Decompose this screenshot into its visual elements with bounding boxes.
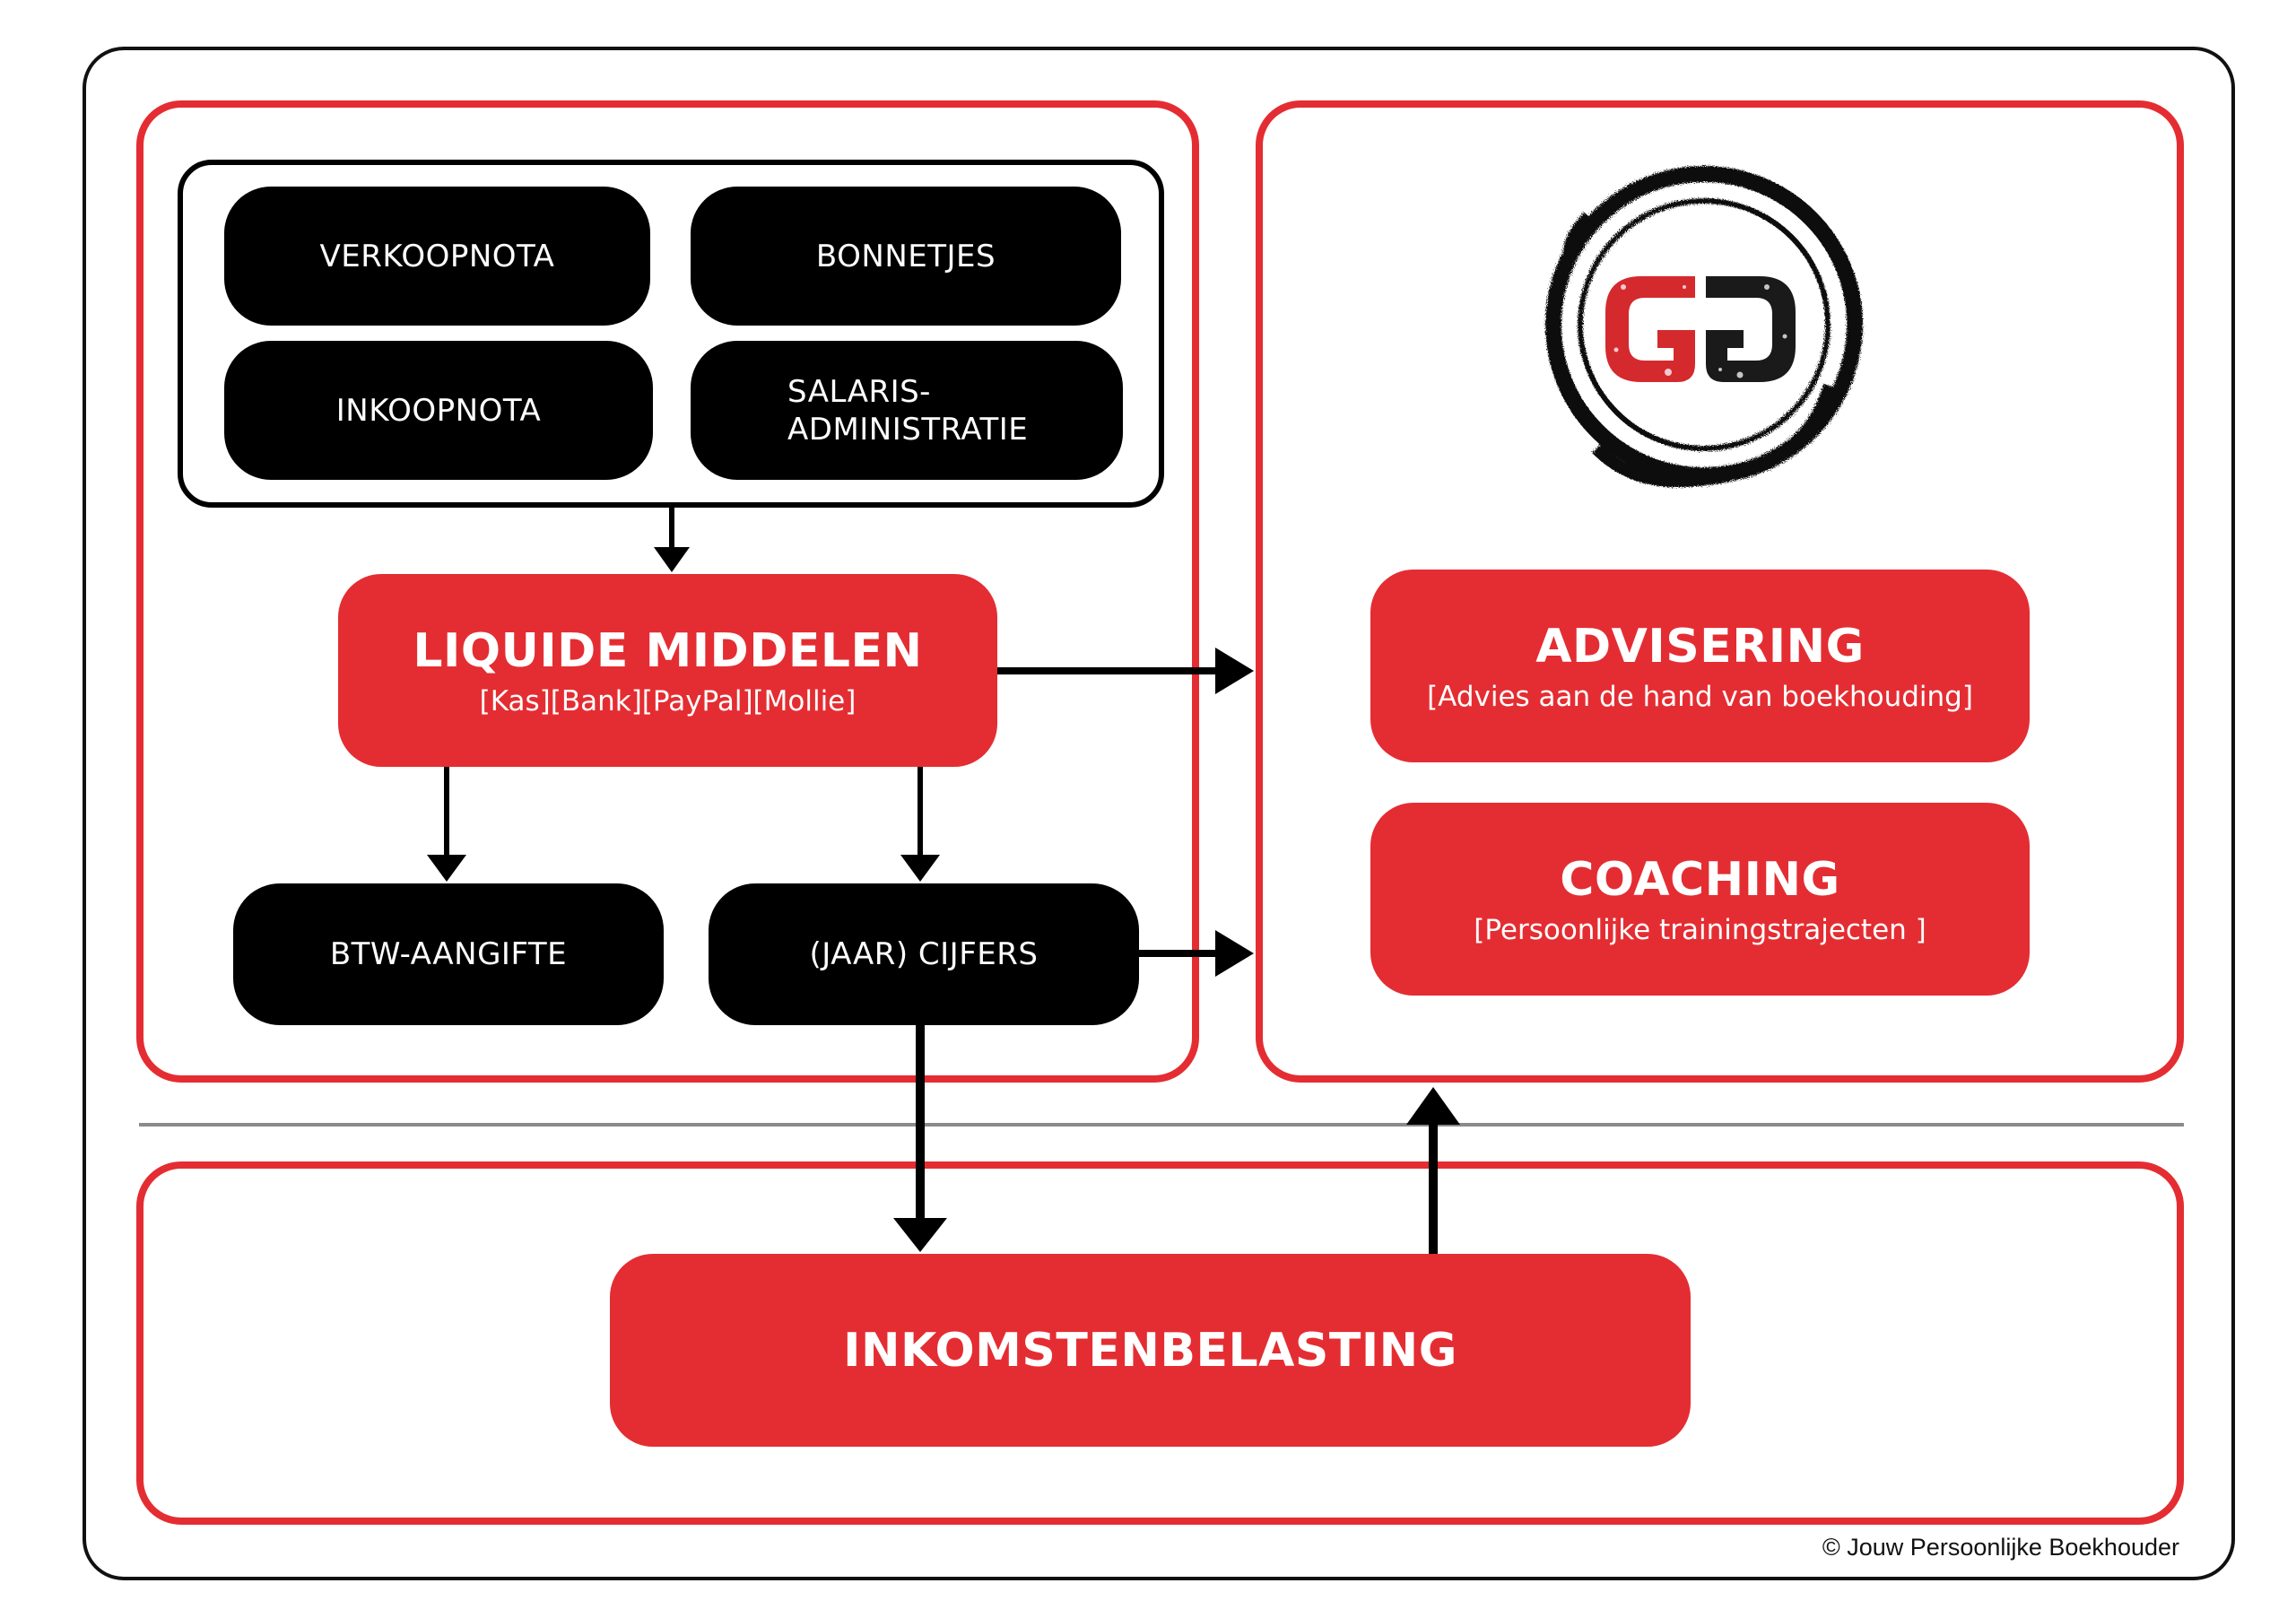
node-coaching: COACHING [Persoonlijke trainingstrajecte…: [1370, 803, 2030, 996]
letter-g-red: [1605, 276, 1695, 382]
node-subtitle: [Persoonlijke trainingstrajecten ]: [1474, 913, 1926, 946]
node-advisering: ADVISERING [Advies aan de hand van boekh…: [1370, 570, 2030, 762]
node-subtitle: [Advies aan de hand van boekhouding]: [1427, 680, 1973, 713]
income-tax-panel: [136, 1161, 2184, 1525]
arrow-head: [900, 855, 940, 882]
node-salarisadministratie: SALARIS- ADMINISTRATIE: [691, 341, 1123, 480]
node-title: ADVISERING: [1535, 619, 1865, 674]
node-subtitle: [Kas][Bank][PayPal][Mollie]: [479, 684, 857, 718]
node-liquide-middelen: LIQUIDE MIDDELEN [Kas][Bank][PayPal][Mol…: [338, 574, 997, 767]
letter-g-black: [1706, 276, 1796, 382]
section-divider: [139, 1123, 2184, 1127]
node-label: (JAAR) CIJFERS: [809, 936, 1039, 972]
node-inkoopnota: INKOOPNOTA: [224, 341, 653, 480]
outer-frame: [83, 47, 2235, 1580]
node-title: COACHING: [1560, 852, 1840, 907]
gg-logo-stamp-icon: [1534, 161, 1874, 502]
services-panel: [1256, 100, 2184, 1083]
arrow-head: [1406, 1087, 1460, 1125]
node-label: BTW-AANGIFTE: [329, 936, 568, 972]
node-btw-aangifte: BTW-AANGIFTE: [233, 883, 664, 1025]
arrow-head: [654, 547, 690, 572]
node-title: INKOMSTENBELASTING: [843, 1323, 1457, 1378]
node-jaar-cijfers: (JAAR) CIJFERS: [709, 883, 1139, 1025]
node-label: BONNETJES: [815, 238, 996, 274]
node-bonnetjes: BONNETJES: [691, 187, 1121, 326]
copyright-credit: © Jouw Persoonlijke Boekhouder: [1822, 1534, 2179, 1561]
arrow-head: [1215, 930, 1254, 977]
bookkeeping-panel: [136, 100, 1199, 1083]
node-inkomstenbelasting: INKOMSTENBELASTING: [610, 1254, 1691, 1447]
arrow-head: [427, 855, 466, 882]
arrow-head: [1215, 648, 1254, 694]
arrow-head: [893, 1218, 947, 1252]
node-label: VERKOOPNOTA: [319, 238, 555, 274]
node-verkoopnota: VERKOOPNOTA: [224, 187, 650, 326]
node-label-line-2: ADMINISTRATIE: [787, 411, 1029, 448]
node-title: LIQUIDE MIDDELEN: [413, 623, 923, 678]
node-label-line-1: SALARIS-: [787, 373, 931, 410]
node-label: INKOOPNOTA: [335, 392, 542, 429]
